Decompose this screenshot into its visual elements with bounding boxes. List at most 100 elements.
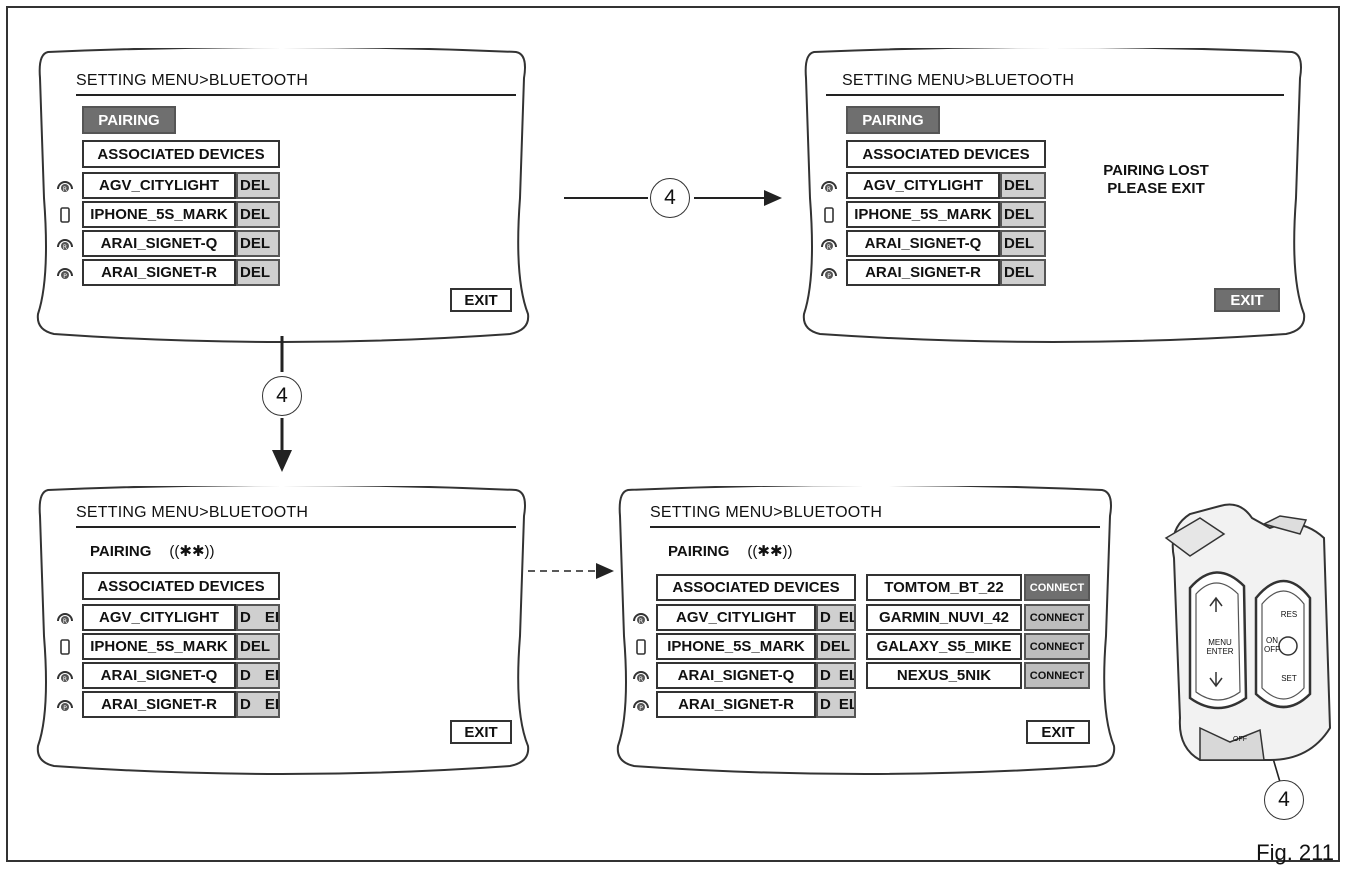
pairing-status: PAIRING ((✱✱)) [668, 542, 793, 560]
delete-button[interactable]: D EL [816, 662, 856, 689]
device-name[interactable]: ARAI_SIGNET-Q [82, 230, 236, 257]
screen-pairing-active: SETTING MENU>BLUETOOTH PAIRING ((✱✱)) ASS… [34, 486, 530, 776]
device-name[interactable]: IPHONE_5S_MARK [82, 633, 236, 660]
pairing-button[interactable]: PAIRING [846, 106, 940, 134]
svg-text:R: R [639, 676, 643, 683]
delete-button[interactable]: DEL [236, 230, 280, 257]
connect-button[interactable]: CONNECT [1024, 633, 1090, 660]
on-off-label: ON OFF [1264, 636, 1280, 654]
set-label: SET [1281, 674, 1297, 683]
helmet-rider-icon: R [632, 610, 650, 626]
svg-text:R: R [63, 618, 67, 625]
delete-button[interactable]: DEL [816, 604, 856, 631]
device-name[interactable]: ARAI_SIGNET-Q [656, 662, 816, 689]
found-device-name[interactable]: TOMTOM_BT_22 [866, 574, 1022, 601]
device-name[interactable]: AGV_CITYLIGHT [846, 172, 1000, 199]
svg-text:R: R [827, 244, 831, 251]
helmet-rider-icon: R [56, 236, 74, 252]
exit-button[interactable]: EXIT [450, 288, 512, 312]
pairing-lost-message: PAIRING LOST PLEASE EXIT [1078, 162, 1234, 198]
bluetooth-pairing-icon: ((✱✱)) [747, 543, 793, 560]
device-name[interactable]: IPHONE_5S_MARK [82, 201, 236, 228]
pairing-button[interactable]: PAIRING [82, 106, 176, 134]
phone-icon [820, 207, 838, 223]
pairing-label: PAIRING [90, 543, 152, 560]
delete-button[interactable]: DEL [236, 172, 280, 199]
header-divider [826, 94, 1284, 96]
associated-devices-label: ASSOCIATED DEVICES [846, 140, 1046, 168]
delete-button[interactable]: DEL [1000, 172, 1046, 199]
del-left: D [820, 667, 831, 684]
off-label: OFF [1233, 736, 1247, 743]
screen-header: SETTING MENU>BLUETOOTH [842, 72, 1075, 89]
screen-bluetooth-menu: SETTING MENU>BLUETOOTH PAIRING ASSOCIATE… [34, 48, 530, 344]
svg-text:P: P [63, 705, 67, 712]
del-right: EL [838, 667, 854, 684]
device-name[interactable]: ARAI_SIGNET-R [82, 691, 236, 718]
svg-text:P: P [827, 273, 831, 280]
delete-button[interactable]: DEL [1000, 230, 1046, 257]
associated-devices-label: ASSOCIATED DEVICES [82, 572, 280, 600]
pairing-status: PAIRING ((✱✱)) [90, 542, 215, 560]
del-right: EL [264, 609, 278, 626]
found-device-name[interactable]: NEXUS_5NIK [866, 662, 1022, 689]
connect-button[interactable]: CONNECT [1024, 574, 1090, 601]
arrow-head-down [272, 450, 292, 472]
delete-button[interactable]: DEL [236, 201, 280, 228]
device-name[interactable]: ARAI_SIGNET-R [82, 259, 236, 286]
svg-text:P: P [63, 273, 67, 280]
screen-header: SETTING MENU>BLUETOOTH [76, 72, 309, 89]
found-device-name[interactable]: GALAXY_S5_MIKE [866, 633, 1022, 660]
bluetooth-pairing-icon: ((✱✱)) [169, 543, 215, 560]
exit-button[interactable]: EXIT [1026, 720, 1090, 744]
delete-button[interactable]: DEL [1000, 259, 1046, 286]
associated-devices-label: ASSOCIATED DEVICES [656, 574, 856, 601]
del-right: EL [264, 667, 278, 684]
delete-button[interactable]: DEL [236, 259, 280, 286]
del-left: D [240, 696, 251, 713]
screen-header: SETTING MENU>BLUETOOTH [76, 504, 309, 521]
screen-pairing-lost: SETTING MENU>BLUETOOTH PAIRING ASSOCIATE… [800, 48, 1306, 344]
delete-button[interactable]: DEL [816, 633, 856, 660]
step-marker: 4 [650, 178, 690, 218]
connect-button[interactable]: CONNECT [1024, 604, 1090, 631]
pairing-label: PAIRING [668, 543, 730, 560]
exit-button[interactable]: EXIT [450, 720, 512, 744]
delete-button[interactable]: DEL [236, 691, 280, 718]
exit-button[interactable]: EXIT [1214, 288, 1280, 312]
step-marker: 4 [1264, 780, 1304, 820]
connect-button[interactable]: CONNECT [1024, 662, 1090, 689]
device-name[interactable]: ARAI_SIGNET-Q [82, 662, 236, 689]
device-name[interactable]: IPHONE_5S_MARK [846, 201, 1000, 228]
helmet-passenger-icon: P [820, 265, 838, 281]
found-device-name[interactable]: GARMIN_NUVI_42 [866, 604, 1022, 631]
header-divider [650, 526, 1100, 528]
delete-button[interactable]: DEL [236, 633, 280, 660]
helmet-passenger-icon: P [56, 697, 74, 713]
handlebar-switch-illustration: MENU ENTER ON OFF RES SET OFF [1160, 498, 1332, 768]
screen-outline [802, 48, 1306, 343]
pairing-lost-line: PAIRING LOST [1103, 162, 1209, 179]
device-name[interactable]: AGV_CITYLIGHT [82, 172, 236, 199]
delete-button[interactable]: DEL [236, 662, 280, 689]
menu-enter-label: MENU ENTER [1206, 638, 1234, 656]
figure-frame [6, 6, 1340, 862]
del-left: D [240, 609, 251, 626]
delete-button[interactable]: DEL [816, 691, 856, 718]
device-name[interactable]: ARAI_SIGNET-R [656, 691, 816, 718]
dashed-arrow-head [596, 563, 614, 579]
switch-drawing [1164, 503, 1332, 761]
device-name[interactable]: ARAI_SIGNET-Q [846, 230, 1000, 257]
helmet-rider-icon: R [820, 236, 838, 252]
delete-button[interactable]: D EL [236, 604, 280, 631]
helmet-passenger-icon: P [56, 265, 74, 281]
device-name[interactable]: AGV_CITYLIGHT [656, 604, 816, 631]
svg-text:P: P [639, 705, 643, 712]
res-label: RES [1280, 610, 1298, 619]
device-name[interactable]: ARAI_SIGNET-R [846, 259, 1000, 286]
delete-button[interactable]: DEL [1000, 201, 1046, 228]
device-name[interactable]: AGV_CITYLIGHT [82, 604, 236, 631]
device-name[interactable]: IPHONE_5S_MARK [656, 633, 816, 660]
del-right: EL [838, 696, 854, 713]
helmet-rider-icon: R [56, 668, 74, 684]
